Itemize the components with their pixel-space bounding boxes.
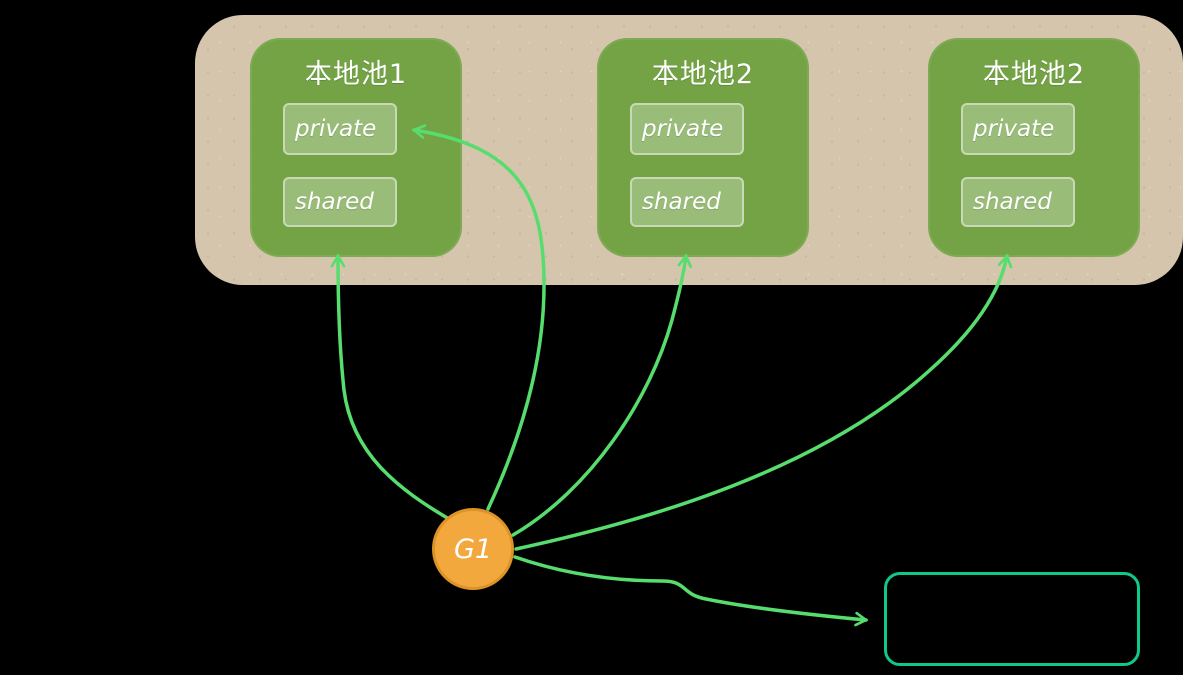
pool-1-private-label: private [295,116,377,142]
pool-2: 本地池2 private shared [597,38,809,257]
pool-3: 本地池2 private shared [928,38,1140,257]
arrow-g1-to-pool3-shared [514,253,1013,551]
arrow-g1-to-pool1-shared [330,253,451,521]
pool-1-title: 本地池1 [304,59,408,90]
pool-1: 本地池1 private shared [250,38,462,257]
pool-3-title: 本地池2 [982,59,1086,90]
pool-2-private-label: private [642,116,724,142]
pool-1-private-box: private [283,103,397,155]
g1-node: G1 [432,508,514,590]
target-box [884,572,1140,666]
g1-node-label: G1 [453,533,493,565]
pool-3-shared-label: shared [973,189,1052,215]
pool-2-private-box: private [630,103,744,155]
pool-2-shared-box: shared [630,177,744,227]
pool-1-shared-label: shared [295,189,374,215]
pool-2-title: 本地池2 [651,59,755,90]
arrow-g1-to-pool2-shared [511,253,693,537]
pool-3-private-label: private [973,116,1055,142]
pool-3-shared-box: shared [961,177,1075,227]
pool-1-shared-box: shared [283,177,397,227]
pool-2-shared-label: shared [642,189,721,215]
arrow-g1-to-target-box [513,555,869,627]
pool-3-private-box: private [961,103,1075,155]
